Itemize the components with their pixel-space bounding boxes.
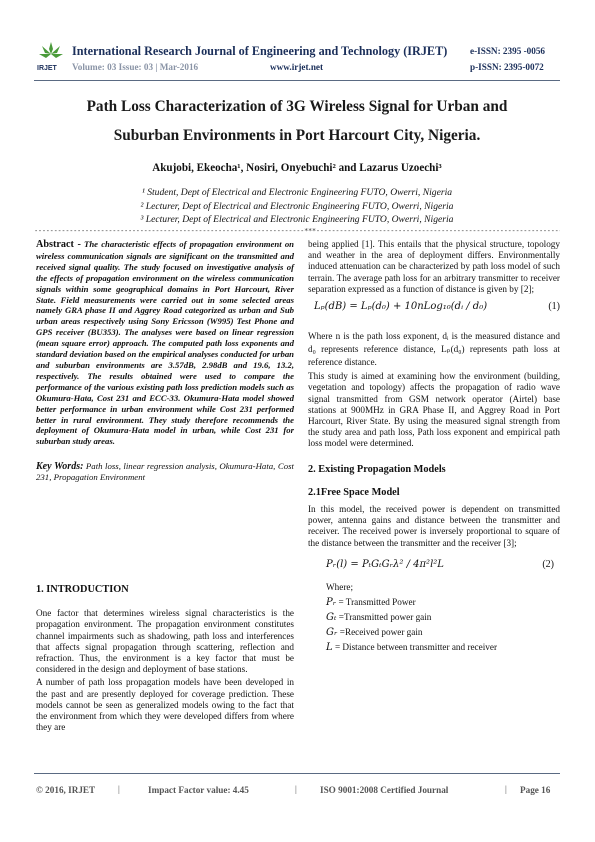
intro-paragraph-1: One factor that determines wireless sign… [36, 608, 294, 675]
definition-item: Pᵣ = Transmitted Power [326, 595, 560, 610]
paper-title-line-1: Path Loss Characterization of 3G Wireles… [86, 98, 508, 115]
footer-impact-factor: Impact Factor value: 4.45 [148, 785, 249, 795]
equation-1-expr: Lₚ(dB) = Lₚ(d₀) + 10nLog₁₀(dᵢ / d₀) [314, 301, 488, 313]
footer-separator: | [505, 784, 507, 794]
abstract: Abstract - The characteristic effects of… [36, 239, 294, 447]
irjet-logo-icon [39, 42, 63, 58]
footer-iso: ISO 9001:2008 Certified Journal [320, 785, 449, 795]
right-paragraph-2: Where n is the path loss exponent, dᵢ is… [308, 331, 560, 368]
equation-2: Pᵣ(l) = PₜGₜGᵣλ² / 4π²l²L (2) [308, 559, 560, 570]
equation-1-number: (1) [548, 301, 560, 313]
footer-separator: | [118, 784, 120, 794]
section-divider: ----------------------------------------… [34, 227, 560, 235]
definition-text: = Transmitted Power [336, 597, 416, 608]
definition-symbol: Pᵣ [326, 597, 337, 609]
journal-name: International Research Journal of Engine… [72, 44, 448, 58]
definition-text: = Distance between transmitter and recei… [332, 642, 497, 653]
right-paragraph-3: This study is aimed at examining how the… [308, 371, 560, 449]
affiliation-3: ³ Lecturer, Dept of Electrical and Elect… [140, 214, 454, 225]
section-2-1-heading: 2.1Free Space Model [308, 486, 400, 498]
journal-website[interactable]: www.irjet.net [270, 62, 324, 72]
equation-2-expr: Pᵣ(l) = PₜGₜGᵣλ² / 4π²l²L [326, 558, 444, 570]
abstract-label: Abstract - [36, 239, 81, 250]
definition-symbol: L [326, 642, 333, 654]
right-paragraph-4: In this model, the received power is dep… [308, 504, 560, 548]
footer-copyright: © 2016, IRJET [36, 785, 96, 795]
header-rule [34, 80, 560, 81]
definition-text: =Transmitted power gain [336, 612, 432, 623]
definition-symbol: Gₜ [326, 612, 337, 624]
definition-item: L = Distance between transmitter and rec… [326, 640, 560, 655]
introduction-section: 1. INTRODUCTION One factor that determin… [36, 584, 294, 733]
right-column: being applied [1]. This entails that the… [308, 239, 560, 655]
keywords-text: Path loss, linear regression analysis, O… [36, 461, 294, 483]
keywords-label: Key Words: [36, 461, 84, 473]
abstract-column: Abstract - The characteristic effects of… [36, 239, 294, 483]
volume-issue: Volume: 03 Issue: 03 | Mar-2016 [72, 62, 199, 72]
irjet-logo: IRJET [36, 40, 66, 76]
definition-item: Gₜ =Transmitted power gain [326, 610, 560, 625]
abstract-text: The characteristic effects of propagatio… [36, 239, 294, 447]
keywords: Key Words: Path loss, linear regression … [36, 461, 294, 483]
footer-separator: | [295, 784, 297, 794]
intro-paragraph-2: A number of path loss propagation models… [36, 677, 294, 733]
p-issn: p-ISSN: 2395-0072 [470, 62, 544, 72]
logo-text: IRJET [37, 65, 57, 72]
footer-page-number: Page 16 [520, 785, 551, 795]
definition-text: =Received power gain [337, 627, 423, 638]
footer-rule [34, 773, 560, 774]
paper-title-line-2: Suburban Environments in Port Harcourt C… [113, 127, 481, 144]
affiliation-1: ¹ Student, Dept of Electrical and Electr… [141, 187, 453, 198]
equation-1: Lₚ(dB) = Lₚ(d₀) + 10nLog₁₀(dᵢ / d₀) (1) [308, 301, 560, 312]
definition-item: Gᵣ =Received power gain [326, 625, 560, 640]
symbol-definitions: Pᵣ = Transmitted Power Gₜ =Transmitted p… [308, 595, 560, 655]
right-paragraph-1: being applied [1]. This entails that the… [308, 239, 560, 294]
affiliation-2: ² Lecturer, Dept of Electrical and Elect… [140, 201, 454, 212]
equation-2-number: (2) [542, 558, 554, 570]
section-2-heading: 2. Existing Propagation Models [308, 463, 446, 475]
intro-heading: 1. INTRODUCTION [36, 584, 129, 595]
author-list: Akujobi, Ekeocha¹, Nosiri, Onyebuchi² an… [152, 162, 442, 174]
e-issn: e-ISSN: 2395 -0056 [470, 46, 546, 56]
definition-symbol: Gᵣ [326, 627, 338, 639]
where-label: Where; [326, 582, 354, 593]
